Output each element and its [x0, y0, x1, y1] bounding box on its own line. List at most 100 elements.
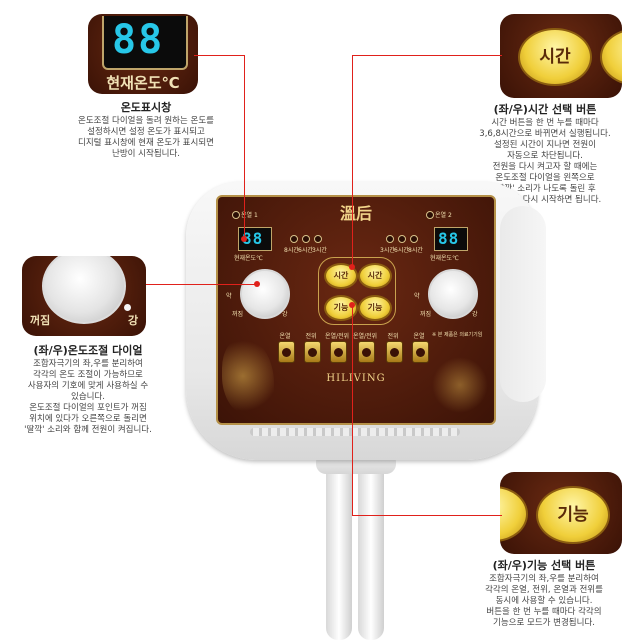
left-zone-led: [232, 211, 240, 219]
device-side-bulge-right: [500, 206, 546, 402]
control-panel: 溫后 온열 1 88 현재온도℃ 8시간 6시간 3시간 약 꺼짐 강 온열 2…: [216, 195, 496, 425]
connector-tab: [412, 341, 429, 363]
temp-display-screen: 88: [102, 16, 188, 70]
temp-display-title: 온도표시창: [120, 101, 172, 114]
indicator-label: 온열: [279, 333, 291, 340]
callout-line-function-v: [352, 306, 353, 516]
right-timer-label-3: 3시간: [380, 247, 395, 254]
indicator-label: 전위: [387, 333, 399, 340]
dial-strong-label: 강: [128, 314, 139, 327]
dial-line: '딸깍' 소리와 함께 전원이 켜집니다.: [24, 425, 152, 435]
temp-display-line: 디지털 표시창에 현재 온도가 표시되면: [78, 138, 214, 148]
function-button-closeup: 기능: [500, 472, 622, 554]
left-dial-off-label: 꺼짐: [232, 311, 244, 318]
right-dial-weak-label: 약: [414, 293, 420, 300]
time-button-right[interactable]: 시간: [358, 263, 392, 289]
dial-line: 있습니다.: [71, 392, 105, 402]
time-button-line: 자동으로 차단됩니다.: [507, 151, 583, 161]
function-button-caption: (좌/우)기능 선택 버튼 조합자극기의 좌,우를 분리하여 각각의 온열, 전…: [448, 560, 640, 629]
temp-display-line: 설정하시면 설정 온도가 표시되고: [87, 127, 205, 137]
callout-line-time-v: [352, 55, 353, 265]
right-zone-label: 온열 2: [435, 212, 452, 219]
device-base-vent: [250, 428, 460, 436]
dial-line: 조합자극기의 좌,우를 분리하여: [33, 359, 143, 369]
callout-line-temp-v: [244, 55, 245, 239]
dial-line: 사용자의 기호에 맞게 사용하실 수: [27, 381, 149, 391]
right-timer-led-3: [386, 235, 394, 243]
left-dial-strong-label: 강: [282, 311, 288, 318]
time-button-large-partial: [600, 28, 622, 86]
function-button-line: 동시에 사용할 수 있습니다.: [495, 596, 593, 606]
center-button-frame: [318, 257, 396, 325]
callout-dot-time: [349, 264, 355, 270]
temp-display-closeup: 88 현재온도℃: [88, 14, 198, 94]
left-zone-label: 온열 1: [241, 212, 258, 219]
note-text: ※ 본 제품은 의료기기임: [432, 332, 483, 338]
right-timer-label-8: 8시간: [408, 247, 423, 254]
callout-dot-function: [349, 302, 355, 308]
right-current-temp-label: 현재온도℃: [430, 255, 459, 262]
dial-off-label: 꺼짐: [30, 314, 51, 327]
indicator-label: 전위: [305, 333, 317, 340]
callout-line-function-h: [352, 515, 502, 516]
function-button-title: (좌/우)기능 선택 버튼: [492, 559, 596, 572]
time-button-line: 온도조절 다이얼을 왼쪽으로: [495, 173, 595, 183]
left-timer-label-3: 3시간: [312, 247, 327, 254]
dial-knob-large: [42, 256, 126, 324]
function-button-right[interactable]: 기능: [358, 295, 392, 321]
dial-line: 온도조절 다이얼의 포인트가 꺼짐: [29, 403, 147, 413]
right-timer-label-6: 6시간: [394, 247, 409, 254]
power-cable-right: [358, 455, 384, 640]
function-button-large-partial: [500, 486, 528, 542]
callout-dot-temp: [241, 236, 247, 242]
temp-display-strip-label: 현재온도℃: [106, 74, 180, 92]
time-button-line: 3,6,8시간으로 바뀌면서 실행됩니다.: [479, 129, 611, 139]
dragon-ornament-right: [432, 357, 488, 413]
time-button-line: '딸깍' 소리가 나도록 돌린 후: [494, 184, 596, 194]
time-button-line: 설정된 시간이 지나면 전원이: [494, 140, 596, 150]
right-digital-display: 88: [434, 227, 468, 251]
temp-display-line: 난방이 시작됩니다.: [112, 149, 180, 159]
dial-title: (좌/우)온도조절 다이얼: [33, 344, 143, 357]
connector-tab: [358, 341, 375, 363]
left-timer-led-6: [302, 235, 310, 243]
time-button-line: 전원을 다시 켜고자 할 때에는: [492, 162, 598, 172]
left-timer-led-8: [290, 235, 298, 243]
indicator-label: 온열: [413, 333, 425, 340]
dial-caption: (좌/우)온도조절 다이얼 조합자극기의 좌,우를 분리하여 각각의 온도 조절…: [4, 345, 172, 436]
dragon-ornament-left: [222, 337, 274, 415]
function-button-line: 조합자극기의 좌,우를 분리하여: [489, 574, 599, 584]
callout-line-temp-h: [194, 55, 244, 56]
right-temperature-dial[interactable]: [428, 269, 478, 319]
dial-closeup: 꺼짐 강: [22, 256, 146, 336]
dial-pointer-dot: [124, 304, 131, 311]
dial-line: 위치에 있다가 오른쪽으로 돌리면: [29, 414, 147, 424]
temp-display-caption: 온도표시창 온도조절 다이얼을 돌려 원하는 온도를 설정하시면 설정 온도가 …: [52, 102, 240, 160]
left-temperature-dial[interactable]: [240, 269, 290, 319]
right-dial-off-label: 꺼짐: [420, 311, 432, 318]
time-button-title: (좌/우)시간 선택 버튼: [493, 103, 597, 116]
callout-line-time-h: [352, 55, 502, 56]
left-current-temp-label: 현재온도℃: [234, 255, 263, 262]
dial-line: 각각의 온도 조절이 가능하므로: [33, 370, 143, 380]
time-button-large: 시간: [518, 28, 592, 86]
left-timer-led-3: [314, 235, 322, 243]
time-button-caption: (좌/우)시간 선택 버튼 시간 버튼을 한 번 누를 때마다 3,6,8시간으…: [450, 104, 640, 206]
function-button-large: 기능: [536, 486, 610, 544]
connector-tab: [278, 341, 295, 363]
connector-tab: [330, 341, 347, 363]
function-button-line: 각각의 온열, 전위, 온열과 전위를: [485, 585, 603, 595]
brand-logo: 溫后: [339, 204, 372, 223]
connector-tab: [386, 341, 403, 363]
left-timer-label-8: 8시간: [284, 247, 299, 254]
time-button-closeup: 시간: [500, 14, 622, 98]
temp-display-line: 온도조절 다이얼을 돌려 원하는 온도를: [78, 116, 214, 126]
time-button-line: 시간 버튼을 한 번 누를 때마다: [491, 118, 599, 128]
left-dial-weak-label: 약: [226, 293, 232, 300]
brand-name: HILIVING: [326, 373, 386, 384]
indicator-label: 온열/전위: [352, 333, 378, 340]
time-button-line: 처음부터 다시 시작하면 됩니다.: [488, 195, 602, 205]
right-zone-led: [426, 211, 434, 219]
right-timer-led-6: [398, 235, 406, 243]
right-dial-strong-label: 강: [472, 311, 478, 318]
